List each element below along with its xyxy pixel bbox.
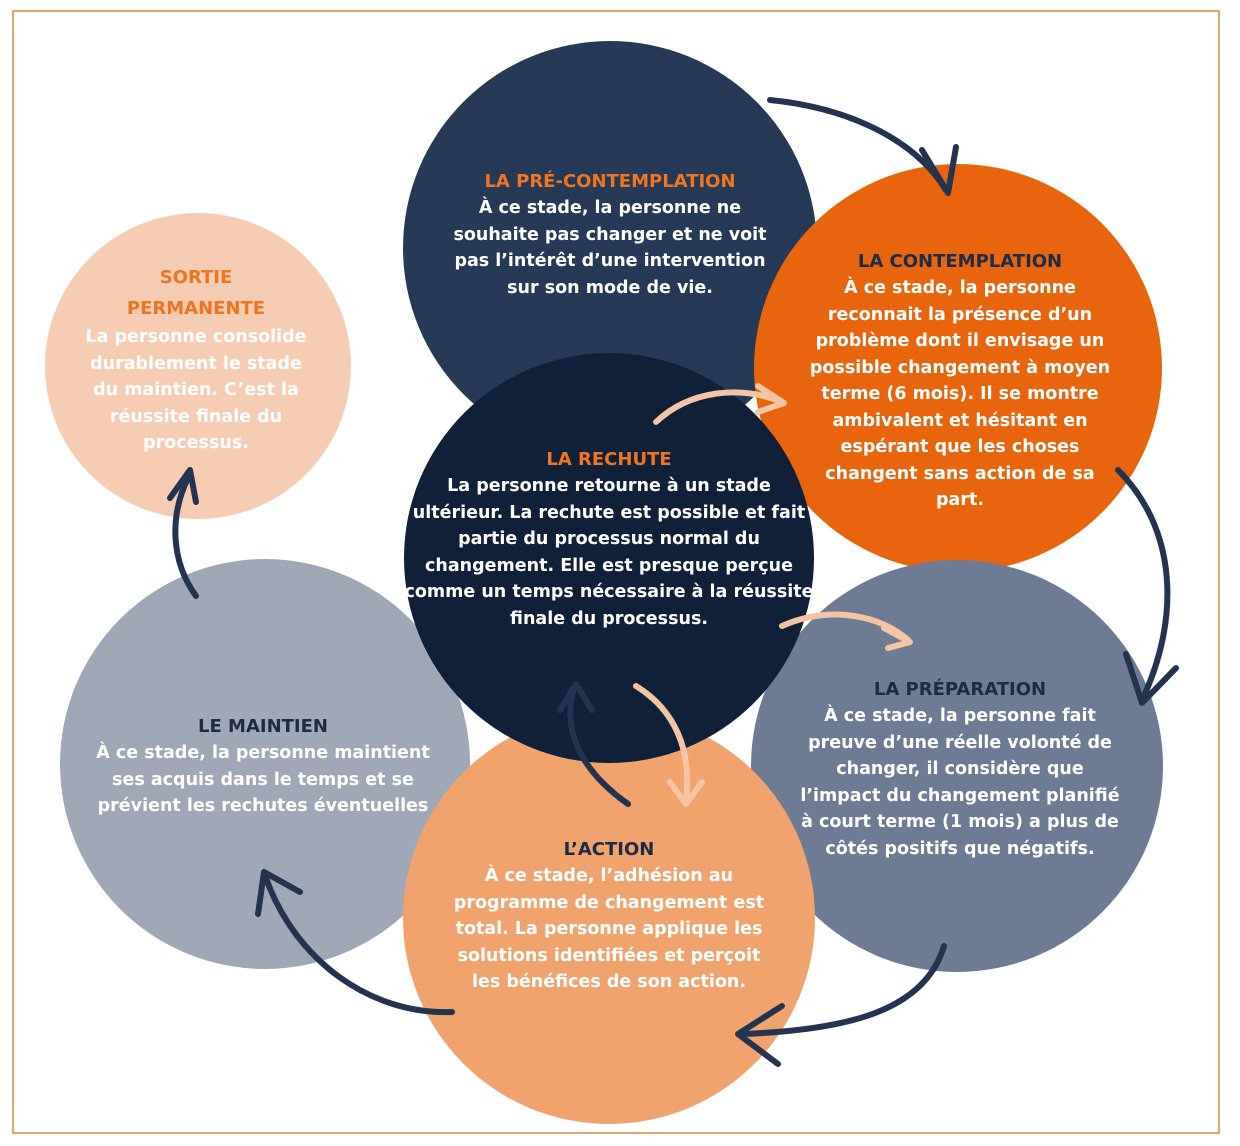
stage-description: À ce stade, la personne maintient ses ac… <box>96 743 430 816</box>
stage-precontemplation: LA PRÉ-CONTEMPLATION À ce stade, la pers… <box>440 168 780 301</box>
arrow-head-maintien-to-sortie <box>167 467 199 505</box>
arrow-maintien-to-sortie <box>172 475 199 599</box>
arrow-head-pre-to-contemplation <box>919 144 959 196</box>
arrow-preparation-to-action <box>739 943 947 1037</box>
stage-contemplation: LA CONTEMPLATION À ce stade, la personne… <box>800 248 1120 514</box>
stage-description: À ce stade, la personne reconnait la pré… <box>809 278 1111 510</box>
arrow-head-rechute-to-preparation <box>881 625 913 651</box>
stage-preparation: LA PRÉPARATION À ce stade, la personne f… <box>795 676 1125 862</box>
precontemplation-circle <box>403 41 817 455</box>
rechute-circle <box>404 353 814 763</box>
arrow-head-contemplation-to-preparation <box>1123 651 1179 706</box>
preparation-circle <box>751 560 1163 972</box>
stage-action: L’ACTION À ce stade, l’adhésion au progr… <box>444 836 774 996</box>
action-circle <box>403 712 815 1124</box>
arrow-contemplation-to-preparation <box>1115 467 1171 703</box>
stage-maintien: LE MAINTIEN À ce stade, la personne main… <box>88 713 438 820</box>
stage-title: LE MAINTIEN <box>198 716 328 737</box>
stage-description: La personne consolide durablement le sta… <box>85 327 307 453</box>
contemplation-circle <box>754 164 1162 572</box>
stage-title: LA RECHUTE <box>546 449 672 470</box>
arrow-head-rechute-to-contemplation <box>755 383 787 415</box>
arrow-rechute-to-action <box>633 683 691 803</box>
maintien-circle <box>60 559 470 969</box>
stage-sortie: SORTIE PERMANENTE La personne consolide … <box>76 262 316 457</box>
arrow-head-action-to-rechute <box>557 681 595 713</box>
arrow-rechute-to-contemplation <box>653 389 785 425</box>
stage-title: L’ACTION <box>563 839 655 860</box>
stage-description: La personne retourne à un stade ultérieu… <box>404 476 814 629</box>
stage-rechute: LA RECHUTE La personne retourne à un sta… <box>404 446 814 632</box>
stage-title-line1: SORTIE <box>159 267 233 288</box>
stage-description: À ce stade, l’adhésion au programme de c… <box>453 866 765 992</box>
arrow-head-action-to-maintien <box>255 869 303 917</box>
arrow-head-rechute-to-action <box>667 779 705 807</box>
stage-description: À ce stade, la personne ne souhaite pas … <box>453 198 767 298</box>
sortie-circle <box>45 213 351 519</box>
stage-title: LA PRÉ-CONTEMPLATION <box>484 171 736 192</box>
diagram-frame <box>12 10 1220 1134</box>
stage-title-line2: PERMANENTE <box>126 298 266 319</box>
arrow-head-preparation-to-action <box>735 1003 785 1067</box>
stage-description: À ce stade, la personne fait preuve d’un… <box>800 706 1120 859</box>
arrow-action-to-maintien <box>263 875 455 1016</box>
stage-title: LA PRÉPARATION <box>873 679 1047 700</box>
stage-title: LA CONTEMPLATION <box>857 251 1063 272</box>
arrow-action-to-rechute <box>567 685 631 807</box>
